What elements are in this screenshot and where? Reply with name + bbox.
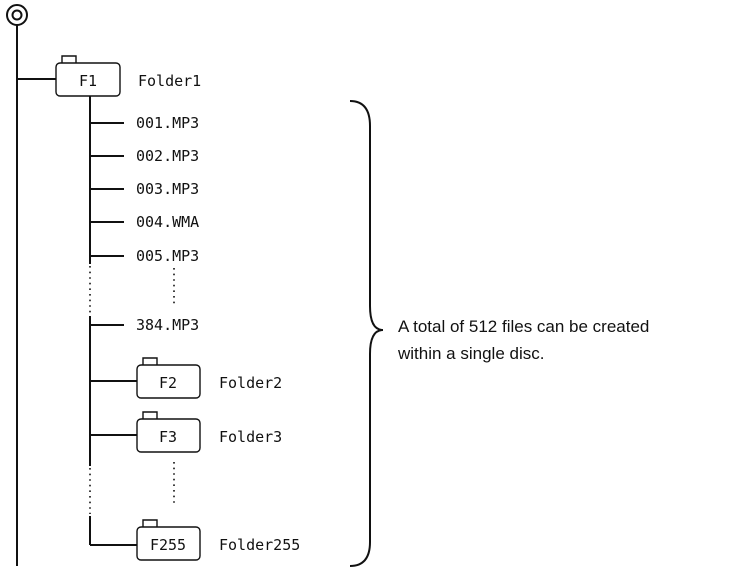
- note-line-1: A total of 512 files can be created: [398, 317, 649, 336]
- folder-f3-name: Folder3: [219, 428, 282, 446]
- folder-f2-name: Folder2: [219, 374, 282, 392]
- folder-f255-icon: F255: [136, 519, 201, 561]
- disc-root-icon: [6, 4, 28, 26]
- file-name: 003.MP3: [136, 180, 199, 198]
- folder-f255-badge: F255: [150, 536, 186, 554]
- folder-f2-icon: F2: [136, 357, 201, 399]
- folder-f3-icon: F3: [136, 411, 201, 453]
- folder-f2-badge: F2: [159, 374, 177, 392]
- folder-f3-badge: F3: [159, 428, 177, 446]
- file-name: 384.MP3: [136, 316, 199, 334]
- folder-f1-badge: F1: [79, 72, 97, 90]
- file-name: 005.MP3: [136, 247, 199, 265]
- folder-f255-name: Folder255: [219, 536, 300, 554]
- note-line-2: within a single disc.: [397, 344, 544, 363]
- file-name: 001.MP3: [136, 114, 199, 132]
- folder-f1-name: Folder1: [138, 72, 201, 90]
- file-name: 002.MP3: [136, 147, 199, 165]
- file-name: 004.WMA: [136, 213, 199, 231]
- folder-f1-icon: F1: [55, 55, 121, 97]
- files-brace: [349, 100, 384, 567]
